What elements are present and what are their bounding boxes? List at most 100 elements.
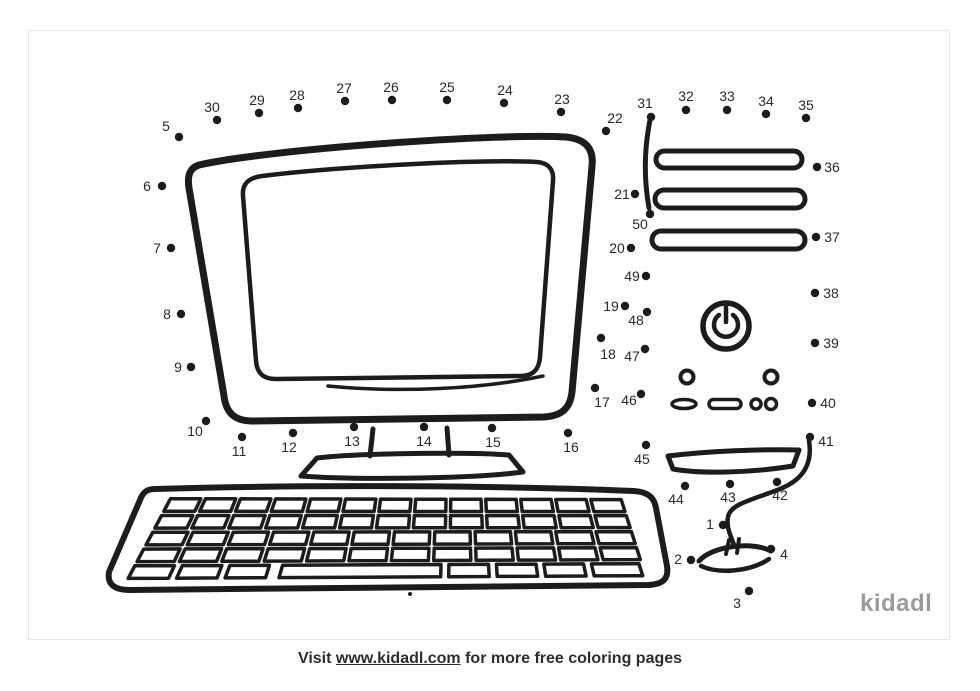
dot-label-19: 19 bbox=[603, 298, 619, 314]
dot-30 bbox=[212, 115, 222, 125]
dot-22 bbox=[601, 126, 611, 136]
keyboard-key bbox=[267, 530, 311, 547]
footer-text-suffix: for more free coloring pages bbox=[460, 650, 683, 667]
keyboard-key bbox=[473, 530, 514, 546]
keyboard-key bbox=[513, 529, 555, 546]
keyboard-key bbox=[220, 546, 265, 564]
dot-label-48: 48 bbox=[628, 312, 644, 328]
keyboard-key bbox=[300, 513, 340, 530]
keyboard-key bbox=[556, 545, 600, 562]
dot-19 bbox=[620, 301, 630, 311]
keyboard-key bbox=[589, 561, 645, 578]
dot-label-10: 10 bbox=[187, 423, 203, 439]
keyboard-key bbox=[389, 546, 431, 563]
mouse-body-top bbox=[696, 543, 774, 564]
tower-slot-1 bbox=[653, 148, 805, 171]
dot-label-40: 40 bbox=[820, 395, 836, 411]
mouse-cable bbox=[725, 438, 813, 548]
dot-18 bbox=[596, 333, 606, 343]
dot-label-14: 14 bbox=[416, 433, 432, 449]
dot-label-18: 18 bbox=[600, 346, 616, 362]
dot-label-8: 8 bbox=[163, 306, 171, 322]
dot-label-3: 3 bbox=[733, 595, 741, 611]
tower-left-edge bbox=[642, 117, 653, 211]
tower-illustration bbox=[642, 117, 808, 475]
keyboard-key bbox=[594, 529, 637, 546]
keyboard-key bbox=[350, 530, 392, 547]
dot-label-16: 16 bbox=[563, 439, 579, 455]
dot-label-36: 36 bbox=[824, 159, 840, 175]
dot-label-24: 24 bbox=[497, 82, 513, 98]
dot-29 bbox=[254, 108, 264, 118]
dot-38 bbox=[810, 288, 820, 298]
dot-label-13: 13 bbox=[344, 433, 360, 449]
dot-label-7: 7 bbox=[153, 240, 161, 256]
keyboard-key bbox=[263, 513, 303, 530]
dot-40 bbox=[807, 398, 817, 408]
mouse-detail-1 bbox=[724, 538, 731, 556]
dot-4 bbox=[766, 544, 776, 554]
stand-leg-right bbox=[444, 425, 452, 458]
keyboard-outline bbox=[105, 483, 671, 593]
dot-label-30: 30 bbox=[204, 99, 220, 115]
dot-label-22: 22 bbox=[607, 110, 623, 126]
dot-label-15: 15 bbox=[485, 434, 501, 450]
dot-3 bbox=[744, 586, 754, 596]
keyboard-key bbox=[411, 513, 448, 530]
dot-35 bbox=[801, 113, 811, 123]
dot-label-17: 17 bbox=[594, 394, 610, 410]
keyboard-key bbox=[431, 546, 473, 563]
dot-2 bbox=[686, 555, 696, 565]
keyboard-key bbox=[374, 513, 412, 530]
keyboard-key bbox=[432, 530, 473, 546]
vent-slot bbox=[707, 397, 743, 411]
keyboard-key bbox=[347, 546, 390, 563]
dot-label-27: 27 bbox=[336, 80, 352, 96]
tower-slot-2 bbox=[652, 187, 808, 211]
keyboard-key bbox=[233, 497, 273, 514]
dot-6 bbox=[157, 181, 167, 191]
dot-39 bbox=[810, 338, 820, 348]
dot-28 bbox=[293, 103, 303, 113]
dot-label-2: 2 bbox=[674, 551, 682, 567]
dot-25 bbox=[442, 95, 452, 105]
keyboard-key bbox=[269, 497, 308, 514]
dot-15 bbox=[487, 423, 497, 433]
dot-26 bbox=[387, 95, 397, 105]
dot-21 bbox=[630, 189, 640, 199]
dot-42 bbox=[772, 477, 782, 487]
keyboard-key bbox=[448, 497, 484, 514]
power-icon bbox=[711, 312, 741, 339]
dot-label-31: 31 bbox=[637, 95, 653, 111]
dot-label-5: 5 bbox=[162, 118, 170, 134]
dot-label-6: 6 bbox=[143, 178, 151, 194]
dot-43 bbox=[725, 479, 735, 489]
keyboard-key bbox=[226, 530, 271, 547]
tower-led-left bbox=[678, 368, 696, 386]
dot-label-34: 34 bbox=[758, 93, 774, 109]
power-button bbox=[700, 300, 752, 352]
keyboard-keys bbox=[126, 496, 645, 581]
keyboard-key bbox=[483, 497, 520, 514]
dot-37 bbox=[811, 232, 821, 242]
tower-led-right bbox=[762, 368, 780, 386]
dot-label-35: 35 bbox=[798, 97, 814, 113]
dot-label-44: 44 bbox=[668, 491, 684, 507]
keyboard-key bbox=[337, 513, 376, 530]
keyboard-key bbox=[162, 496, 203, 514]
keyboard-key bbox=[305, 497, 343, 514]
screen-bottom-curve bbox=[326, 374, 545, 392]
dot-label-1: 1 bbox=[706, 516, 714, 532]
footer-link[interactable]: www.kidadl.com bbox=[335, 650, 461, 667]
keyboard-key bbox=[515, 546, 558, 562]
dot-27 bbox=[340, 96, 350, 106]
keyboard-key bbox=[304, 546, 348, 563]
keyboard-key bbox=[494, 562, 540, 579]
vent-dot-1 bbox=[749, 397, 763, 411]
dot-label-28: 28 bbox=[289, 87, 305, 103]
keyboard-key bbox=[598, 545, 643, 562]
dot-label-32: 32 bbox=[678, 88, 694, 104]
kidadl-logo: kidadl bbox=[860, 590, 933, 617]
